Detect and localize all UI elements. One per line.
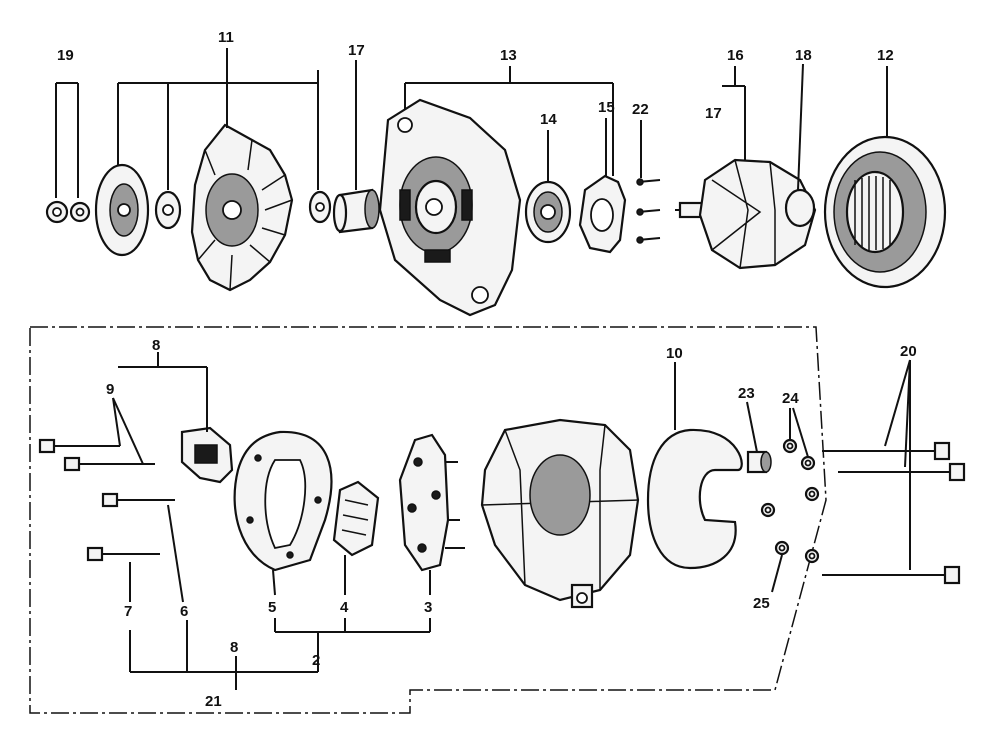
- part-8-regulator: [180, 426, 234, 484]
- label-17-rotor: 17: [705, 105, 722, 122]
- label-18: 18: [795, 47, 812, 64]
- part-4-diode-block: [332, 480, 380, 557]
- part-9-bolts: [38, 438, 155, 472]
- label-23: 23: [738, 385, 755, 402]
- part-3-diode-carrier: [398, 433, 465, 572]
- part-24-25-nuts: [760, 438, 820, 564]
- label-8-top: 8: [152, 337, 160, 354]
- label-25: 25: [753, 595, 770, 612]
- label-11: 11: [218, 29, 234, 46]
- part-20-through-bolts: [822, 441, 966, 585]
- label-5: 5: [268, 599, 276, 616]
- label-14: 14: [540, 111, 557, 128]
- part-19-nut-washer: [45, 200, 91, 224]
- label-2: 2: [312, 652, 320, 669]
- lower-assembly-outline: [29, 326, 827, 714]
- label-8-bottom: 8: [230, 639, 238, 656]
- label-17-top: 17: [348, 42, 365, 59]
- callout-labels: 19 11 17 13 14 15 22 16 17 18 12 8 9 10 …: [57, 29, 917, 710]
- label-7: 7: [124, 603, 132, 620]
- part-12-stator: [823, 135, 947, 289]
- part-11-fan: [190, 123, 294, 292]
- label-15: 15: [598, 99, 615, 116]
- part-slip-ring-end-housing: [480, 418, 640, 609]
- label-4: 4: [340, 599, 349, 616]
- label-13: 13: [500, 47, 517, 64]
- part-6-bolt: [101, 492, 175, 508]
- part-13-drive-end-housing: [378, 98, 522, 317]
- lower-leader-lines: [112, 352, 911, 690]
- label-24: 24: [782, 390, 799, 407]
- label-6: 6: [180, 603, 188, 620]
- part-23-cap: [746, 450, 772, 474]
- part-16-rotor: [675, 158, 817, 270]
- label-22: 22: [632, 101, 649, 118]
- label-21: 21: [205, 693, 222, 710]
- part-14-bearing: [524, 180, 572, 244]
- top-row-leader-lines: [55, 48, 888, 198]
- part-17-collar: [332, 188, 380, 234]
- part-pulley: [94, 163, 150, 257]
- part-fan-washer: [308, 190, 332, 224]
- part-spacer-washer: [154, 190, 182, 230]
- label-16: 16: [727, 47, 744, 64]
- label-3: 3: [424, 599, 432, 616]
- label-12: 12: [877, 47, 894, 64]
- part-7-bolt: [86, 546, 160, 562]
- label-9: 9: [106, 381, 114, 398]
- part-10-insulation-gasket: [646, 428, 743, 570]
- label-20: 20: [900, 343, 917, 360]
- label-10: 10: [666, 345, 683, 362]
- part-15-retainer-plate: [578, 174, 627, 254]
- part-22-screws: [636, 178, 661, 244]
- part-5-rectifier-plate: [233, 430, 333, 572]
- label-19: 19: [57, 47, 74, 64]
